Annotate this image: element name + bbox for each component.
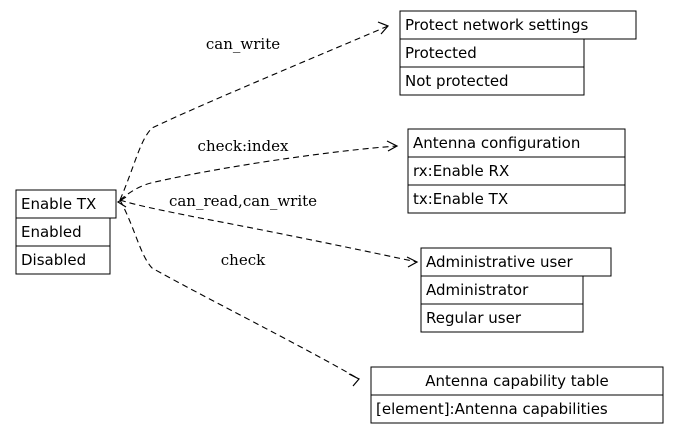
edge-label-check-index: check:index <box>198 137 289 155</box>
edge-enable-tx-to-admin-user: can_read,can_write <box>116 192 419 268</box>
node-admin-user-title: Administrative user <box>426 253 574 271</box>
edge-label-can-write: can_write <box>206 35 280 53</box>
edge-label-check: check <box>221 251 266 269</box>
edge-enable-tx-to-protect-network: can_write <box>119 21 390 201</box>
node-protect-network-row-protected: Protected <box>405 44 477 62</box>
node-antenna-config-row-tx: tx:Enable TX <box>413 190 508 208</box>
node-administrative-user: Administrative user Administrator Regula… <box>420 247 612 333</box>
node-antenna-capability-table: Antenna capability table [element]:Anten… <box>370 366 664 424</box>
node-enable-tx-title: Enable TX <box>21 195 96 213</box>
node-protect-network-settings: Protect network settings Protected Not p… <box>399 10 637 96</box>
node-antenna-config-title: Antenna configuration <box>413 134 580 152</box>
node-admin-user-row-administrator: Administrator <box>426 281 529 299</box>
node-antenna-configuration: Antenna configuration rx:Enable RX tx:En… <box>407 128 626 214</box>
edge-enable-tx-to-antenna-config: check:index <box>119 137 399 201</box>
node-antenna-capability-row-element: [element]:Antenna capabilities <box>376 400 608 418</box>
node-antenna-config-row-rx: rx:Enable RX <box>413 162 509 180</box>
node-enable-tx: Enable TX Enabled Disabled <box>15 189 117 275</box>
edge-enable-tx-to-antenna-capability: check <box>119 199 360 387</box>
edge-label-can-read-can-write: can_read,can_write <box>169 192 317 210</box>
node-enable-tx-row-enabled: Enabled <box>21 223 82 241</box>
node-protect-network-row-not-protected: Not protected <box>405 72 509 90</box>
node-enable-tx-row-disabled: Disabled <box>21 251 86 269</box>
node-antenna-capability-title: Antenna capability table <box>425 372 609 390</box>
node-admin-user-row-regular: Regular user <box>426 309 522 327</box>
node-protect-network-title: Protect network settings <box>405 16 588 34</box>
